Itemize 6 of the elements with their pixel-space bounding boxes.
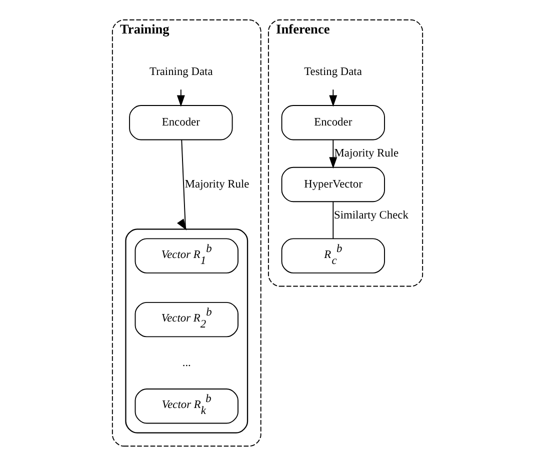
node-text: Training Data	[149, 66, 212, 78]
label: ...	[182, 356, 190, 369]
node-text: Testing Data	[304, 66, 362, 78]
edge-label: Majority Rule	[334, 148, 398, 160]
edge-label: Majority Rule	[184, 178, 249, 190]
edge-label: Similarty Check	[333, 209, 408, 222]
